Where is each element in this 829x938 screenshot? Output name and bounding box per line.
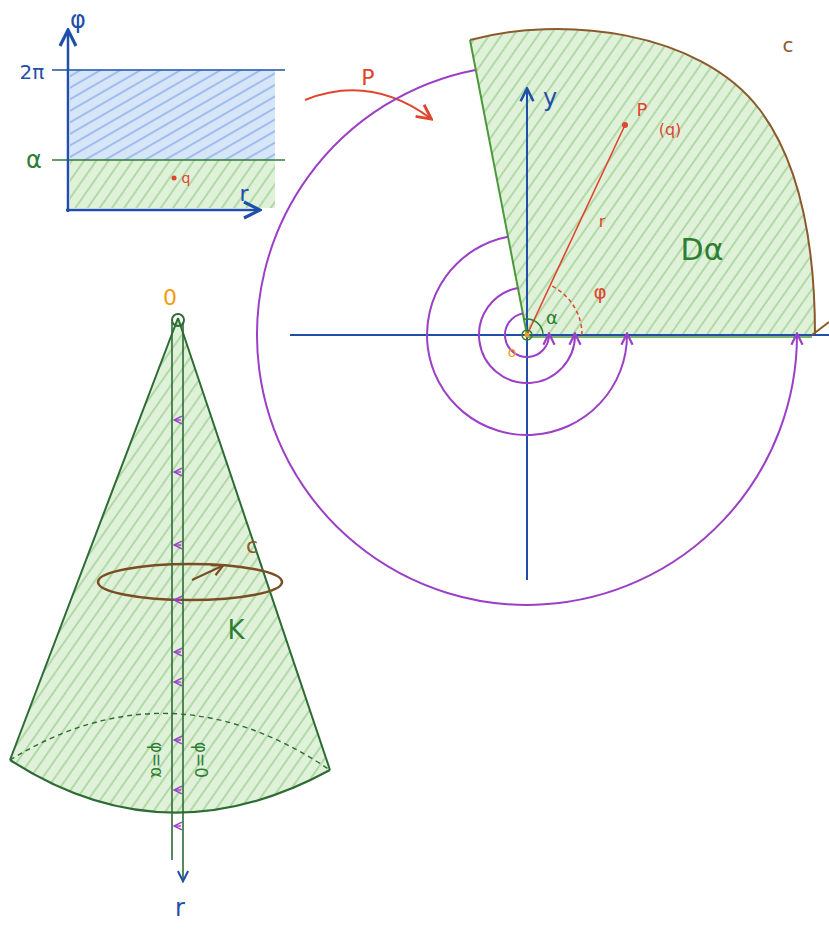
surface-label: K: [227, 617, 244, 643]
r-axis: [66, 209, 258, 212]
point-label: (q): [659, 122, 682, 138]
alpha-line: [52, 159, 285, 161]
angle-label: α: [546, 309, 558, 327]
arc-end-tick: [812, 322, 829, 335]
x-axis: [290, 334, 829, 336]
origin-label: o: [508, 345, 517, 359]
seam-glue-ticks: [175, 420, 181, 826]
map-label: P: [361, 67, 374, 89]
glue-arrow: [479, 288, 575, 383]
cone-base-back: [10, 713, 330, 770]
seam-label: φ=α: [148, 742, 165, 779]
circle-c: [98, 564, 282, 600]
point-p: [622, 122, 628, 128]
seam-label: φ=0: [192, 742, 209, 778]
angle-label: φ: [593, 282, 606, 302]
boundary-arc-c: [470, 29, 815, 335]
map-arrow: [305, 90, 430, 118]
region-d-alpha: [470, 29, 815, 335]
radius-line: [527, 125, 625, 335]
axis-label: r: [239, 183, 248, 205]
seam-alpha: [171, 322, 173, 860]
apex-label: 0: [163, 287, 177, 309]
circle-radius: [192, 566, 222, 580]
curve-label: c: [246, 535, 258, 557]
ray-zero: [527, 336, 812, 338]
axis-tick-label: 2π: [20, 62, 45, 82]
cone-surface: [10, 318, 330, 813]
green-strip: [70, 160, 275, 208]
axis-label: y: [543, 86, 557, 110]
blue-strip: [70, 70, 275, 160]
two-pi-line: [52, 69, 285, 71]
phi-axis: [67, 32, 70, 212]
ray-alpha: [470, 40, 527, 335]
point-label: P: [637, 101, 648, 119]
glue-arrow: [427, 237, 627, 435]
axis-label: r: [175, 896, 185, 920]
axis-label: φ: [70, 8, 86, 32]
cone-sides: [10, 318, 330, 770]
point-label: q: [182, 171, 191, 185]
glue-arrow: [257, 70, 797, 605]
radius-label: r: [599, 214, 606, 230]
apex-ring: [172, 314, 184, 326]
region-label: Dα: [681, 235, 724, 265]
origin-ring: [522, 330, 532, 340]
axis-tick-label: α: [26, 148, 42, 172]
seam-zero: [182, 322, 184, 880]
cone-base-front: [10, 760, 330, 813]
origin-dot: [525, 333, 530, 338]
curve-label: c: [783, 35, 794, 55]
point-q: [172, 176, 177, 181]
